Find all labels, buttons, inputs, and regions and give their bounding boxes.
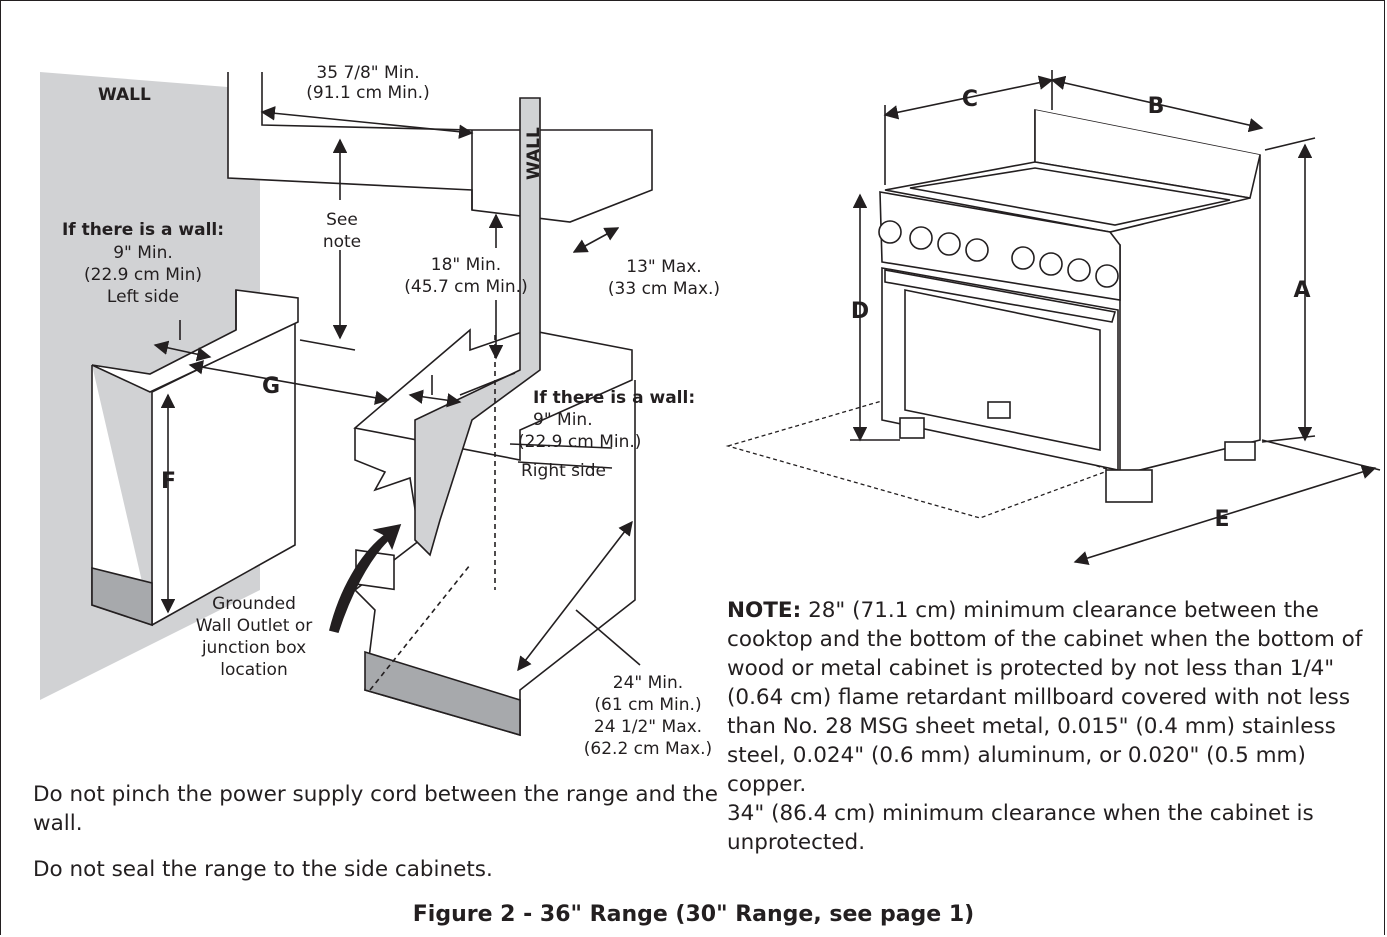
depth-dim-line1: 13" Max. — [626, 257, 701, 277]
dimension-d-label: D — [851, 299, 869, 324]
instruction-seal: Do not seal the range to the side cabine… — [33, 857, 493, 882]
dimension-b-label: B — [1148, 94, 1165, 119]
range-dimensions-diagram — [725, 70, 1381, 565]
control-knobs — [878, 220, 1119, 288]
see-note-line1: See — [326, 210, 358, 230]
left-wall-label: WALL — [98, 85, 151, 105]
outlet-label-line3: junction box — [201, 638, 306, 658]
range-leg-front-right — [1105, 469, 1153, 503]
height-dim-line2: (45.7 cm Min.) — [404, 277, 527, 297]
installation-diagram: WALL WALL 35 7/8" Min. (91.1 cm Min.) Se… — [40, 63, 1381, 759]
left-wall-heading: If there is a wall: — [62, 220, 224, 240]
right-wall-side: Right side — [521, 461, 606, 481]
left-toe-kick — [91, 566, 153, 627]
width-dim-line1: 35 7/8" Min. — [316, 63, 419, 83]
clearance-note: NOTE: 28" (71.1 cm) minimum clearance be… — [727, 596, 1387, 857]
range-leg-back-right — [1224, 441, 1256, 461]
left-installation-diagram — [40, 72, 653, 737]
dimension-g-label: G — [262, 374, 280, 399]
dimension-e-label: E — [1214, 507, 1229, 532]
range-leg-front-left — [899, 417, 925, 439]
left-wall-side: Left side — [107, 287, 179, 307]
range-control-panel — [879, 191, 1121, 301]
cabinet-depth-line4: (62.2 cm Max.) — [584, 739, 712, 759]
right-toe-kick — [364, 650, 521, 737]
note-text-unprotected: 34" (86.4 cm) minimum clearance when the… — [727, 801, 1314, 855]
right-wall-heading: If there is a wall: — [533, 388, 695, 408]
cabinet-depth-line3: 24 1/2" Max. — [594, 717, 702, 737]
right-wall-strip — [414, 97, 541, 557]
upper-cabinet — [227, 72, 653, 223]
right-wall-dim1: 9" Min. — [533, 410, 593, 430]
dimension-a-label: A — [1293, 278, 1310, 303]
outlet-label-line2: Wall Outlet or — [196, 616, 312, 636]
left-wall-dim2: (22.9 cm Min) — [84, 265, 202, 285]
range-cooktop — [884, 161, 1251, 233]
instruction-cord: Do not pinch the power supply cord betwe… — [33, 782, 718, 836]
right-wall-dim2: (22.9 cm Min.) — [518, 432, 641, 452]
note-text-protected: 28" (71.1 cm) minimum clearance between … — [727, 598, 1363, 797]
right-wall-label: WALL — [524, 127, 544, 180]
outlet-label-line1: Grounded — [212, 594, 296, 614]
note-heading: NOTE: — [727, 598, 802, 623]
cabinet-depth-line2: (61 cm Min.) — [594, 695, 701, 715]
left-wall-dim1: 9" Min. — [113, 243, 173, 263]
height-dim-line1: 18" Min. — [431, 255, 501, 275]
depth-dim-line2: (33 cm Max.) — [608, 279, 720, 299]
dimension-f-label: F — [161, 469, 176, 494]
outlet-pointer-arrow — [329, 523, 402, 633]
outlet-label-line4: location — [220, 660, 287, 680]
dimension-c-label: C — [962, 87, 978, 112]
figure-caption: Figure 2 - 36" Range (30" Range, see pag… — [412, 902, 975, 927]
width-dim-line2: (91.1 cm Min.) — [306, 83, 429, 103]
cabinet-depth-line1: 24" Min. — [613, 673, 683, 693]
see-note-line2: note — [323, 232, 361, 252]
